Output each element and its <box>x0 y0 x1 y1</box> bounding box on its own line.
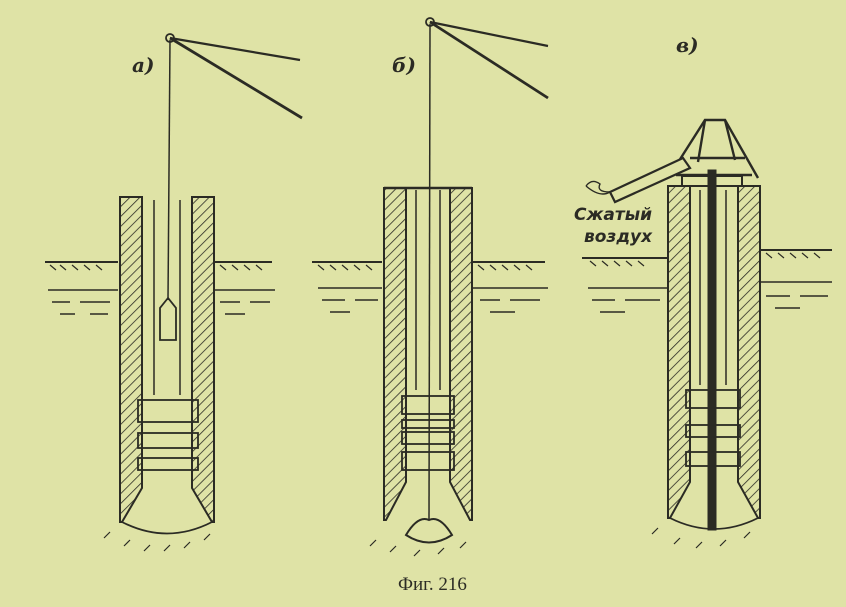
airlift-head-frame-c <box>668 118 760 187</box>
casing-wall-right-c <box>737 185 761 519</box>
water-table-a <box>48 289 275 315</box>
casing-wall-left-a <box>119 196 143 523</box>
airlift-pipe-c <box>707 169 717 531</box>
casing-wall-left-c <box>667 185 691 519</box>
grab-bucket-b <box>404 518 454 544</box>
water-table-b <box>318 287 548 313</box>
panel-a: а) <box>45 33 303 552</box>
air-supply-hose-c <box>608 156 692 204</box>
cable-b <box>428 23 431 521</box>
packer-rings-b <box>401 395 455 471</box>
bowl-c <box>669 517 759 530</box>
panel-b: б) <box>312 17 549 557</box>
compressed-air-label-line1: Сжатый <box>574 205 652 225</box>
packer-rings-a <box>137 399 199 471</box>
panel-label-a: а) <box>132 53 154 77</box>
panel-label-c: в) <box>676 33 699 57</box>
bowl-a <box>121 521 213 535</box>
casing-wall-right-a <box>191 196 215 523</box>
panel-label-b: б) <box>392 53 416 77</box>
cable-a <box>167 39 171 301</box>
ground-surface-a <box>45 261 272 271</box>
compressed-air-label-line2: воздух <box>584 227 653 247</box>
ground-surface-c <box>582 249 832 267</box>
weight-a <box>159 296 177 341</box>
packer-rings-c <box>685 389 741 467</box>
water-table-c <box>588 281 832 313</box>
ground-surface-b <box>312 261 545 271</box>
figure-caption: Фиг. 216 <box>398 574 467 595</box>
panel-c: Сжатый воздух в) <box>574 33 832 549</box>
